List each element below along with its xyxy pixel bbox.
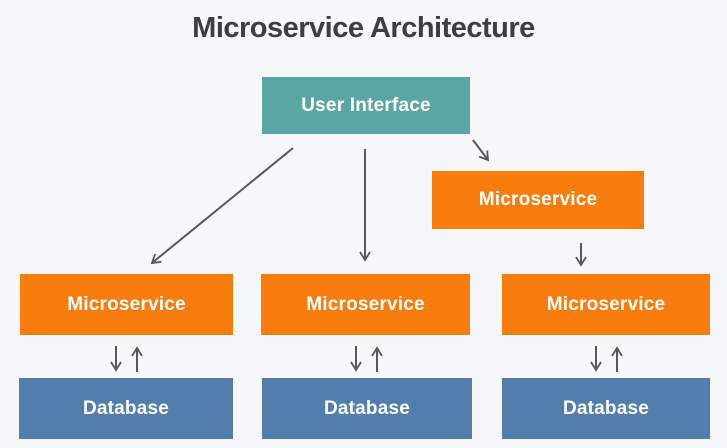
microservice-node-right: Microservice — [502, 274, 710, 335]
database-node-right: Database — [502, 378, 710, 439]
microservice-top-label: Microservice — [478, 189, 598, 210]
database-node-middle: Database — [262, 378, 472, 439]
microservice-middle-label: Microservice — [306, 293, 425, 315]
microservice-node-left: Microservice — [20, 274, 233, 335]
arrow-ui-to-ms-left — [150, 147, 294, 265]
microservice-node-top: Microservice — [432, 171, 644, 229]
database-left-label: Database — [82, 397, 170, 419]
database-middle-label: Database — [323, 397, 411, 419]
database-node-left: Database — [19, 378, 233, 439]
user-interface-label: User Interface — [301, 94, 431, 116]
user-interface-node: User Interface — [262, 77, 470, 134]
microservice-node-middle: Microservice — [261, 274, 470, 335]
microservice-left-label: Microservice — [67, 293, 186, 315]
arrow-ui-to-ms-top — [472, 139, 490, 162]
database-right-label: Database — [562, 397, 650, 419]
diagram-title: Microservice Architecture — [192, 12, 535, 44]
microservice-right-label: Microservice — [546, 293, 666, 315]
